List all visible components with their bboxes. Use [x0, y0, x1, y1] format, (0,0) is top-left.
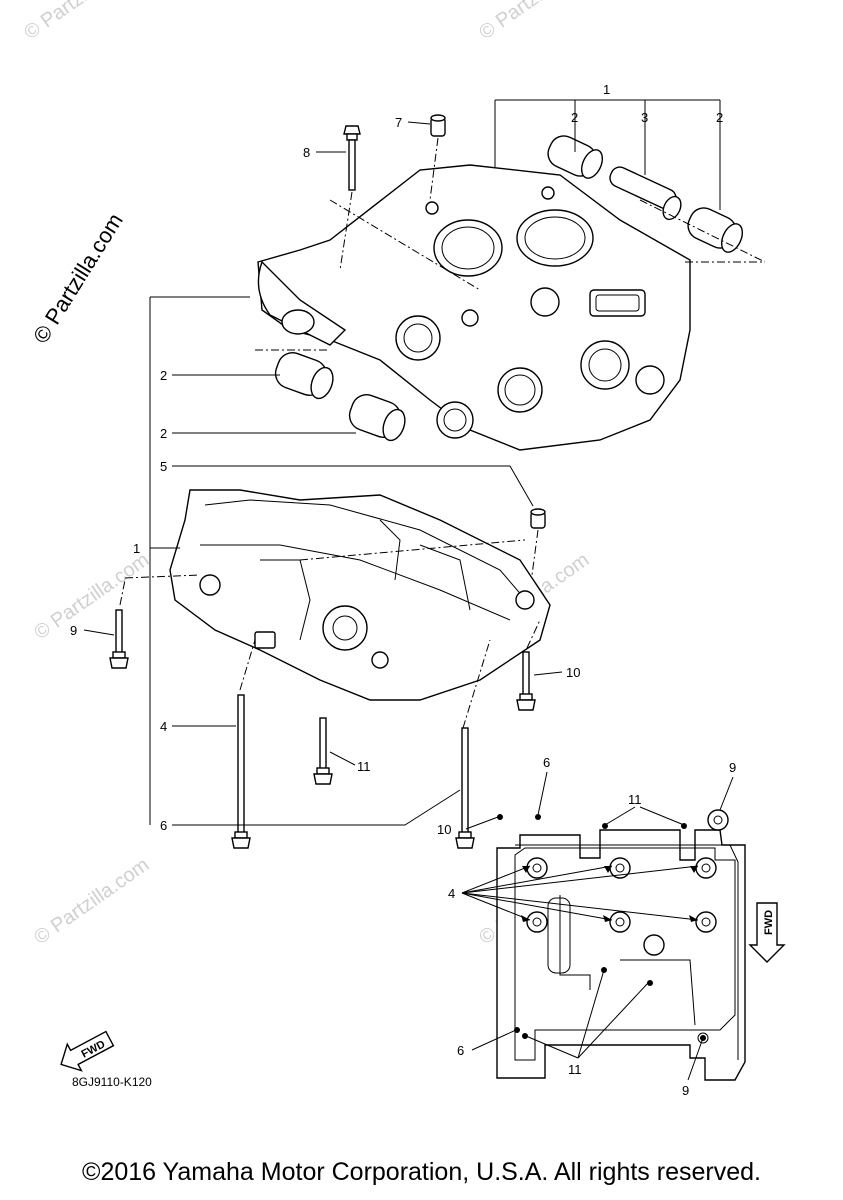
callout-9: 9: [729, 760, 736, 775]
watermark-text: © Partzilla.com: [475, 0, 598, 44]
callout-11: 11: [628, 792, 642, 807]
upper-crankcase: [257, 164, 691, 451]
dowel-pin-5: [530, 508, 546, 529]
watermark-text: © Partzilla.com: [30, 549, 153, 644]
callout-9: 9: [70, 623, 77, 638]
alignment-lines-lower: [119, 529, 541, 729]
callout-4: 4: [448, 886, 455, 901]
callout-5: 5: [160, 459, 167, 474]
arrowheads: [521, 866, 698, 922]
bolt-6: [455, 727, 475, 849]
lower-crankcase: [169, 489, 551, 701]
callout-2: 2: [716, 110, 723, 125]
copyright-notice: ©2016 Yamaha Motor Corporation, U.S.A. A…: [82, 1158, 761, 1186]
bushing-group-left: [274, 352, 406, 442]
callout-7: 7: [395, 115, 402, 130]
watermark-text: © Partzilla.com: [30, 854, 153, 949]
dowel-pin-7: [430, 114, 446, 137]
watermark-layer: © Partzilla.com © Partzilla.com © Partzi…: [20, 0, 598, 949]
callout-6: 6: [543, 755, 550, 770]
fwd-arrow-icon-left: FWD: [60, 1030, 115, 1072]
bolt-dot-6: [514, 1027, 520, 1033]
callout-2: 2: [571, 110, 578, 125]
callout-1: 1: [133, 541, 140, 556]
bolt-10: [516, 651, 536, 711]
watermark-text: © Partzilla.com: [20, 0, 143, 44]
bolt-dot-11: [522, 1033, 528, 1039]
bolt-dot-6: [535, 814, 541, 820]
bolt-4: [231, 694, 251, 849]
bolt-8: [343, 125, 361, 191]
callout-2: 2: [160, 426, 167, 441]
callout-labels: 1 2 3 2 7 8 2 2 5 1 9 10 4 11 6 6 11 9 1…: [70, 82, 736, 1098]
bolt-dot-11: [647, 980, 653, 986]
leader-lines: [83, 99, 721, 826]
callout-11: 11: [568, 1062, 582, 1077]
fwd-label: FWD: [763, 910, 775, 935]
fwd-label: FWD: [80, 1038, 108, 1060]
callout-10: 10: [566, 665, 580, 680]
callout-8: 8: [303, 145, 310, 160]
callout-10: 10: [437, 822, 451, 837]
bolt-11: [313, 717, 333, 785]
bolt-9: [109, 609, 129, 669]
figure-code: 8GJ9110-K120: [72, 1075, 152, 1089]
fwd-arrow-icon-right: FWD: [748, 902, 786, 963]
callout-6: 6: [160, 818, 167, 833]
callout-6: 6: [457, 1043, 464, 1058]
plan-view: [461, 771, 746, 1081]
watermark-main: © Partzilla.com: [28, 209, 128, 348]
bolt-dot-10: [497, 814, 503, 820]
callout-2: 2: [160, 368, 167, 383]
callout-11: 11: [357, 759, 371, 774]
alignment-lines-upper: [255, 137, 766, 351]
callout-3: 3: [641, 110, 648, 125]
bushing-group-top: [547, 135, 744, 253]
callout-1: 1: [603, 82, 610, 97]
callout-9: 9: [682, 1083, 689, 1098]
callout-4: 4: [160, 719, 167, 734]
